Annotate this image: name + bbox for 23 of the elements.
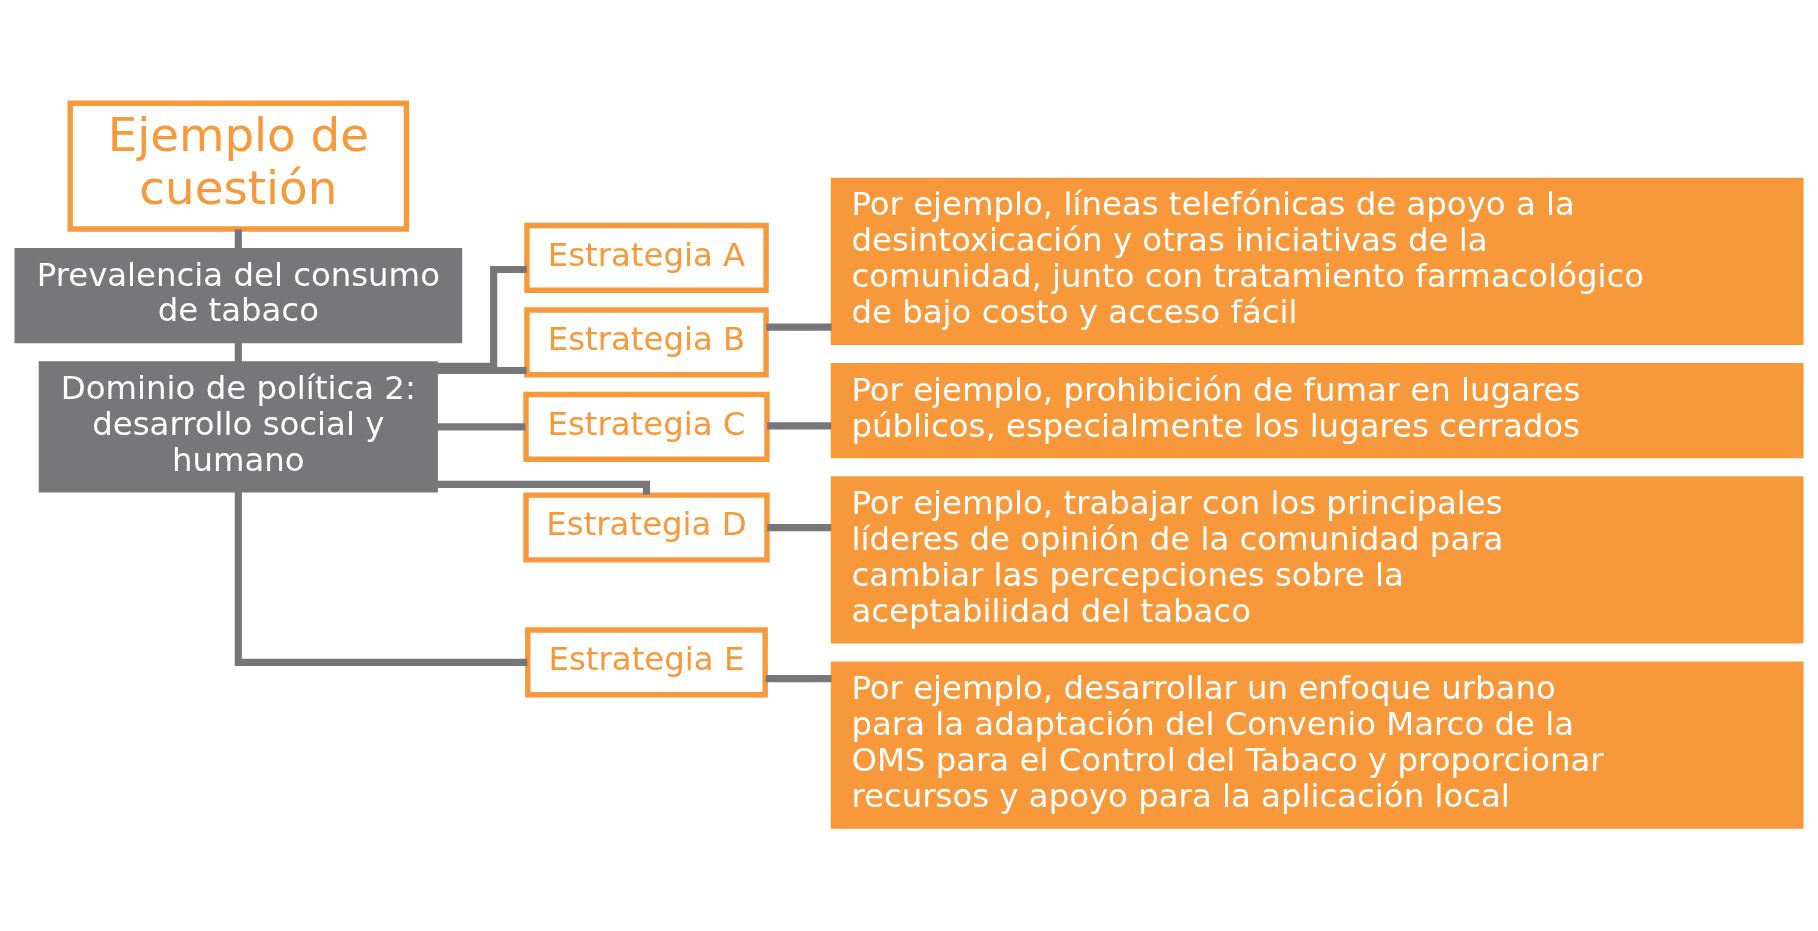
node-box: Por ejemplo, prohibición de fumar en lugares públicos, especialmente los lugares cerrados xyxy=(830,363,1804,459)
connector xyxy=(766,323,832,331)
connector xyxy=(765,674,832,683)
node-box: Estrategia C xyxy=(523,391,770,462)
connector xyxy=(234,229,242,249)
node-box: Por ejemplo, líneas telefónicas de apoyo a la desintoxicación y otras iniciativas de la comunidad, junto con tratamiento farmacológico de bajo costo y acceso fácil xyxy=(830,177,1804,346)
node-box: Prevalencia del consumo de tabaco xyxy=(14,247,463,344)
connector xyxy=(437,480,651,495)
connector xyxy=(234,491,528,666)
node-box: Estrategia B xyxy=(524,307,769,378)
node-box: Por ejemplo, desarrollar un enfoque urbano para la adaptación del Convenio Marco de la OMS para el Control del Tabaco y proporcionar recursos y apoyo para la aplicación local xyxy=(830,661,1804,829)
node-box: Estrategia D xyxy=(523,492,770,563)
node-box: Estrategia A xyxy=(524,222,769,293)
node-box: Dominio de política 2: desarrollo social y humano xyxy=(38,361,438,493)
connector xyxy=(234,342,242,362)
node-box: Por ejemplo, trabajar con los principales líderes de opinión de la comunidad para cambiar las percepciones sobre la aceptabilidad del tabaco xyxy=(830,476,1804,644)
connector xyxy=(767,422,832,430)
connector xyxy=(767,523,832,532)
connector xyxy=(437,366,527,375)
connector xyxy=(437,423,526,431)
node-box: Ejemplo de cuestión xyxy=(67,100,410,232)
node-box: Estrategia E xyxy=(525,627,768,698)
connector xyxy=(437,265,527,370)
